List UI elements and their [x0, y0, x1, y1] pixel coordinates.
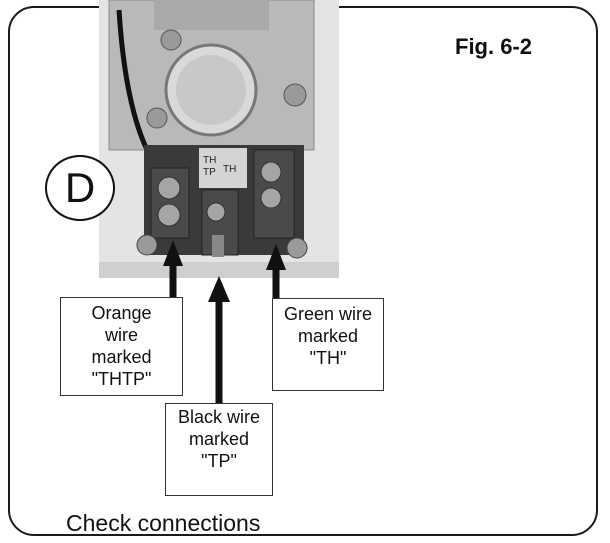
terminal-label-th: TH — [223, 164, 236, 175]
label-line: wire — [104, 325, 138, 345]
label-line: marked — [91, 347, 152, 367]
terminal-screw — [260, 161, 282, 183]
label-green-wire: Green wire marked "TH" — [272, 298, 384, 391]
label-line: marked — [188, 429, 250, 449]
plate-screw — [146, 107, 168, 129]
arrow-black — [208, 276, 230, 405]
label-line: Green wire — [283, 304, 373, 324]
terminal-label-th-top: TH — [203, 155, 216, 166]
marker-d-letter: D — [64, 164, 96, 211]
terminal-screw — [157, 203, 181, 227]
arrow-orange — [163, 240, 183, 300]
block-screw — [136, 234, 158, 256]
arrow-green — [266, 244, 286, 300]
label-black-wire: Black wire marked "TP" — [165, 403, 273, 496]
marker-d-circle: D — [45, 155, 115, 221]
label-orange-wire: Orange wire marked "THTP" — [60, 297, 183, 396]
label-line: "TH" — [309, 348, 347, 368]
label-line: Orange — [91, 303, 152, 323]
terminal-screw — [206, 202, 226, 222]
terminal-screw — [157, 176, 181, 200]
plate-screw — [160, 29, 182, 51]
figure-title: Fig. 6-2 — [455, 34, 533, 59]
label-line: Black wire — [177, 407, 261, 427]
plate-screw — [283, 83, 307, 107]
terminal-screw — [260, 187, 282, 209]
label-line: "THTP" — [91, 369, 152, 389]
label-line: marked — [297, 326, 359, 346]
block-screw — [286, 237, 308, 259]
label-line: "TP" — [201, 451, 237, 471]
figure-caption: Check connections — [66, 510, 261, 536]
terminal-label-tp: TP — [203, 167, 216, 178]
